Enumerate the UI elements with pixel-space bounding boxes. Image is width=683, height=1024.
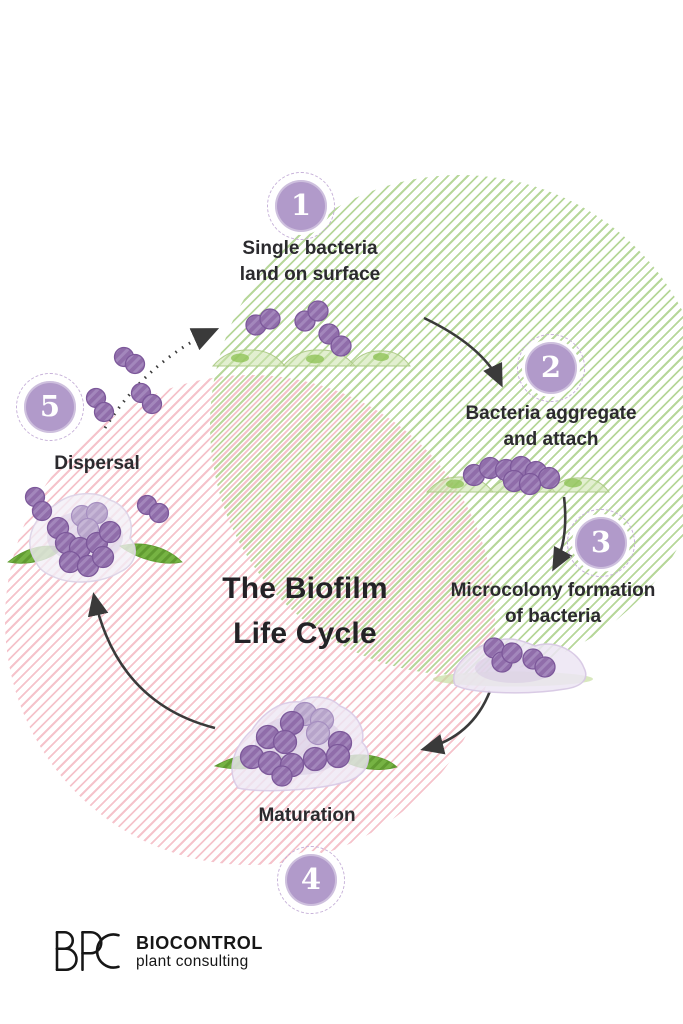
dispersed-bacteria-icon: [24, 346, 170, 524]
stage5-dispersal-icon: [7, 346, 183, 583]
stage2-badge: 2: [517, 334, 585, 402]
stage5-label: Dispersal: [54, 451, 140, 477]
stage3-number: 3: [590, 524, 612, 559]
stage1-bacteria-on-surface-icon: [211, 300, 411, 367]
logo-text: BIOCONTROL plant consulting: [136, 933, 263, 970]
stage5-label-line1: Dispersal: [54, 453, 140, 474]
arrow-stage4-to-stage5-icon: [87, 592, 216, 730]
stage1-number: 1: [290, 187, 312, 222]
stage2-aggregate-icon: [425, 455, 610, 496]
stage4-label-line1: Maturation: [258, 805, 356, 826]
stage3-label-line1: Microcolony formation: [450, 580, 656, 601]
biocontrol-logo: BIOCONTROL plant consulting: [48, 920, 263, 982]
stage2-label-line1: Bacteria aggregate: [465, 403, 637, 424]
page-title: The Biofilm Life Cycle: [222, 566, 388, 656]
stage2-number: 2: [540, 349, 562, 384]
stage2-label-line2: and attach: [503, 429, 599, 450]
stage3-microcolony-icon: [433, 637, 593, 694]
stage3-label: Microcolony formation of bacteria: [451, 578, 656, 630]
stage4-label: Maturation: [258, 803, 355, 829]
stage5-badge: 5: [16, 373, 84, 441]
page-title-line1: The Biofilm: [222, 572, 388, 605]
stage4-maturation-icon: [213, 696, 398, 792]
stage3-badge: 3: [567, 509, 635, 577]
arrow-stage5-to-stage1-dotted-icon: [103, 328, 220, 429]
stage1-label-line1: Single bacteria: [242, 238, 378, 259]
arrow-stage2-to-stage3-icon: [552, 496, 573, 572]
page-title-line2: Life Cycle: [233, 617, 377, 650]
stage4-badge: 4: [277, 846, 345, 914]
arrow-icons: [87, 316, 573, 755]
logo-tagline: plant consulting: [136, 952, 249, 970]
stage3-label-line2: of bacteria: [504, 606, 602, 627]
logo-brand: BIOCONTROL: [136, 932, 263, 953]
stage1-badge: 1: [267, 172, 335, 240]
arrow-stage3-to-stage4-icon: [420, 690, 492, 755]
bpc-monogram-icon: [55, 930, 120, 972]
stage4-number: 4: [300, 861, 322, 896]
arrow-stage1-to-stage2-icon: [423, 316, 503, 388]
stage1-label-line2: land on surface: [239, 264, 381, 285]
stage5-number: 5: [39, 388, 61, 423]
stage1-label: Single bacteria land on surface: [240, 236, 380, 288]
stage2-label: Bacteria aggregate and attach: [465, 401, 636, 453]
